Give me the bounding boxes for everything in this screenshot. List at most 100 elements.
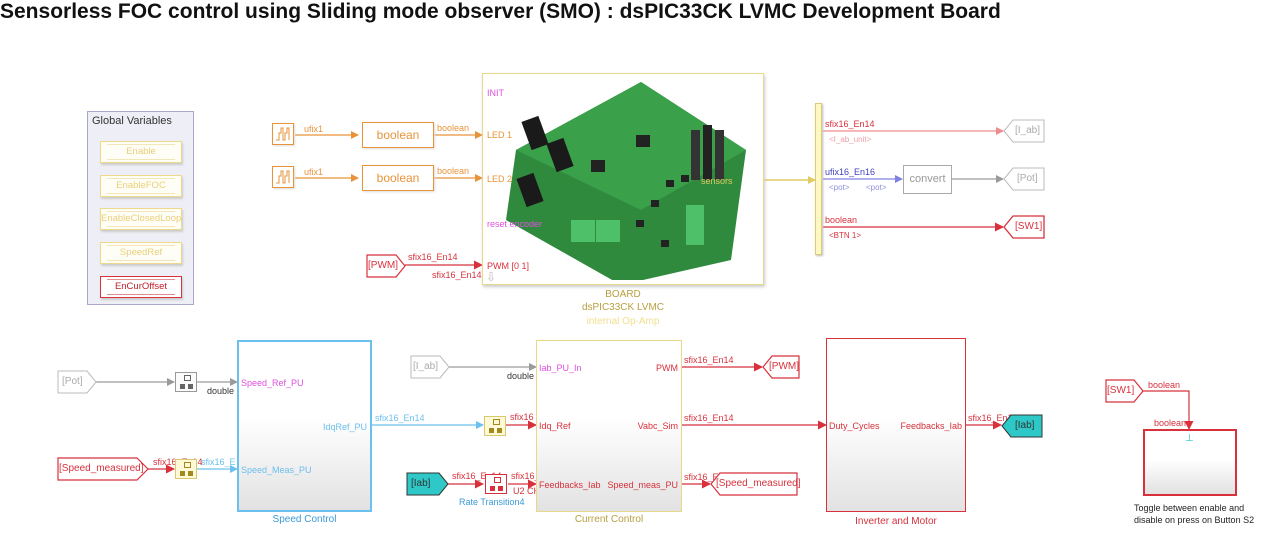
- inverter-out-feedbacks: Feedbacks_Iab: [900, 421, 962, 431]
- global-var-enable[interactable]: Enable: [100, 141, 182, 163]
- goto-i-ab-label: [I_ab]: [1015, 125, 1041, 136]
- speed-ctl-out-idqref: IdqRef_PU: [322, 422, 367, 432]
- idqref-type: sfix16_En14: [375, 413, 425, 423]
- board-port-pwm: PWM [0 1]: [487, 261, 530, 271]
- board-port-led1: LED 1: [487, 130, 513, 140]
- wire-sw1-toggle: [1143, 390, 1194, 430]
- inverter-motor-subsystem[interactable]: Duty_Cycles Feedbacks_Iab: [826, 338, 966, 512]
- bus-out-3-signal: <BTN 1>: [829, 231, 862, 240]
- rate-transition-idq[interactable]: [484, 416, 506, 436]
- iab-type: double: [507, 371, 535, 381]
- goto-i-ab[interactable]: [I_ab]: [1003, 119, 1045, 143]
- current-ctl-out-pwm: PWM: [656, 363, 678, 373]
- inverter-out-type: sfix16_En14: [968, 413, 1018, 423]
- global-var-enable-foc[interactable]: EnableFOC: [100, 175, 182, 197]
- bus-out-2-signal: <pot>: [829, 183, 850, 192]
- from-i-ab-label: [I_ab]: [413, 361, 439, 372]
- global-variables-title: Global Variables: [92, 115, 172, 127]
- bus-out-1-type: sfix16_En14: [825, 119, 875, 129]
- pot-type: double: [207, 386, 235, 396]
- toggle-type-in: boolean: [1154, 418, 1187, 428]
- fb-type-out: sfix16_En14: [511, 471, 561, 481]
- current-ctl-in-feedbacks: Feedbacks_Iab: [539, 480, 601, 490]
- speed-ctl-in-speed-ref: Speed_Ref_PU: [241, 378, 304, 388]
- global-var-enable-closed-loop[interactable]: EnableClosedLoop: [100, 208, 182, 230]
- rate-transition-note: U2 CH1: [513, 486, 546, 496]
- boolean-convert-1[interactable]: boolean: [362, 122, 434, 148]
- diagram-title: Sensorless FOC control using Sliding mod…: [0, 0, 1001, 23]
- bus-out-3-type: boolean: [825, 215, 858, 225]
- board-caption-3: internal Op-Amp: [586, 316, 660, 327]
- led1-out-type: boolean: [437, 123, 470, 133]
- toggle-caption-1: Toggle between enable and: [1134, 503, 1245, 513]
- goto-speed-measured-label: [Speed_measured]: [716, 478, 801, 489]
- goto-iab[interactable]: [Iab]: [1001, 414, 1043, 438]
- toggle-subsystem[interactable]: ⊥: [1143, 429, 1237, 496]
- inverter-in-duty-cycles: Duty_Cycles: [829, 421, 880, 431]
- board-port-init: INIT: [487, 88, 504, 98]
- bus-selector[interactable]: [815, 103, 822, 255]
- global-variables-panel: Global Variables Enable EnableFOC Enable…: [87, 111, 194, 305]
- convert-block[interactable]: convert: [903, 165, 952, 194]
- goto-pwm-label: [PWM]: [769, 361, 799, 372]
- goto-pwm[interactable]: [PWM]: [762, 355, 800, 379]
- rate-transition-4-name: Rate Transition4: [459, 497, 525, 507]
- goto-speed-measured[interactable]: [Speed_measured]: [710, 472, 801, 496]
- board-port-led2: LED 2: [487, 174, 513, 184]
- current-ctl-out-speed-meas: Speed_meas_PU: [607, 480, 678, 490]
- bus-out-2-type: ufix16_En16: [825, 167, 876, 177]
- from-i-ab-tag[interactable]: [I_ab]: [410, 355, 450, 379]
- pwm-type-port: sfix16_En14: [432, 270, 482, 280]
- from-speed-measured-tag[interactable]: [Speed_measured]: [57, 457, 149, 481]
- fb-type-in: sfix16_En14: [452, 471, 502, 481]
- goto-pot[interactable]: [Pot]: [1003, 167, 1045, 191]
- toggle-type-out: boolean: [1148, 380, 1181, 390]
- idq-type: sfix16: [510, 412, 534, 422]
- from-pwm-tag[interactable]: [PWM]: [366, 254, 406, 278]
- bus-out-1-signal: <I_ab_unit>: [829, 135, 872, 144]
- board-block[interactable]: INIT LED 1 LED 2 reset encoder PWM [0 1]…: [482, 73, 764, 285]
- from-speed-measured-label: [Speed_measured]: [59, 463, 144, 474]
- global-var-en-cur-offset[interactable]: EnCurOffset: [100, 276, 182, 298]
- current-ctl-out-vabc: Vabc_Sim: [637, 421, 678, 431]
- inverter-caption: Inverter and Motor: [855, 516, 937, 527]
- pulse-generator-1[interactable]: [272, 123, 294, 145]
- speed-control-subsystem[interactable]: Speed_Ref_PU Speed_Meas_PU IdqRef_PU: [237, 340, 372, 512]
- pulse-generator-2[interactable]: [272, 166, 294, 188]
- from-pwm-label: [PWM]: [368, 260, 398, 271]
- from-iab-label: [Iab]: [411, 478, 431, 489]
- from-sw1-label: [SW1]: [1107, 385, 1135, 396]
- boolean-convert-2[interactable]: boolean: [362, 165, 434, 191]
- goto-pot-label: [Pot]: [1017, 173, 1038, 184]
- board-caption-2: dsPIC33CK LVMC: [581, 302, 665, 313]
- led1-source-type: ufix1: [304, 124, 324, 134]
- bus-out-2-signal-b: <pot>: [866, 183, 887, 192]
- current-ctl-in-idq-ref: Idq_Ref: [539, 421, 571, 431]
- current-control-subsystem[interactable]: Iab_PU_In Idq_Ref Feedbacks_Iab PWM Vabc…: [536, 340, 682, 512]
- board-port-reset-encoder: reset encoder: [487, 219, 543, 229]
- vabc-out-type: sfix16_En14: [684, 413, 734, 423]
- rate-transition-pot[interactable]: [175, 372, 197, 392]
- global-var-speed-ref[interactable]: SpeedRef: [100, 242, 182, 264]
- speed-ctl-in-speed-meas: Speed_Meas_PU: [241, 465, 312, 475]
- pulse-generator-icon: [276, 170, 290, 184]
- pwm-out-type: sfix16_En14: [684, 355, 734, 365]
- goto-iab-label: [Iab]: [1015, 420, 1035, 431]
- toggle-caption-2: disable on press on Button S2: [1134, 515, 1255, 525]
- speed-control-caption: Speed Control: [272, 514, 337, 525]
- goto-sw1[interactable]: [SW1]: [1003, 215, 1045, 239]
- from-iab-tag[interactable]: [Iab]: [406, 472, 449, 496]
- rate-transition-4[interactable]: [485, 474, 507, 494]
- pwm-type-in: sfix16_En14: [408, 252, 458, 262]
- board-caption-1: BOARD: [605, 289, 641, 300]
- from-pot-tag[interactable]: [Pot]: [57, 370, 97, 394]
- speed-meas-out-type: sfix16_En14: [684, 472, 734, 482]
- rate-transition-speed[interactable]: [175, 459, 197, 479]
- led2-out-type: boolean: [437, 166, 470, 176]
- pulse-generator-icon: [276, 127, 290, 141]
- board-image: [506, 82, 746, 280]
- from-pot-label: [Pot]: [62, 376, 83, 387]
- goto-sw1-label: [SW1]: [1015, 221, 1043, 232]
- from-sw1-tag[interactable]: [SW1]: [1105, 379, 1144, 403]
